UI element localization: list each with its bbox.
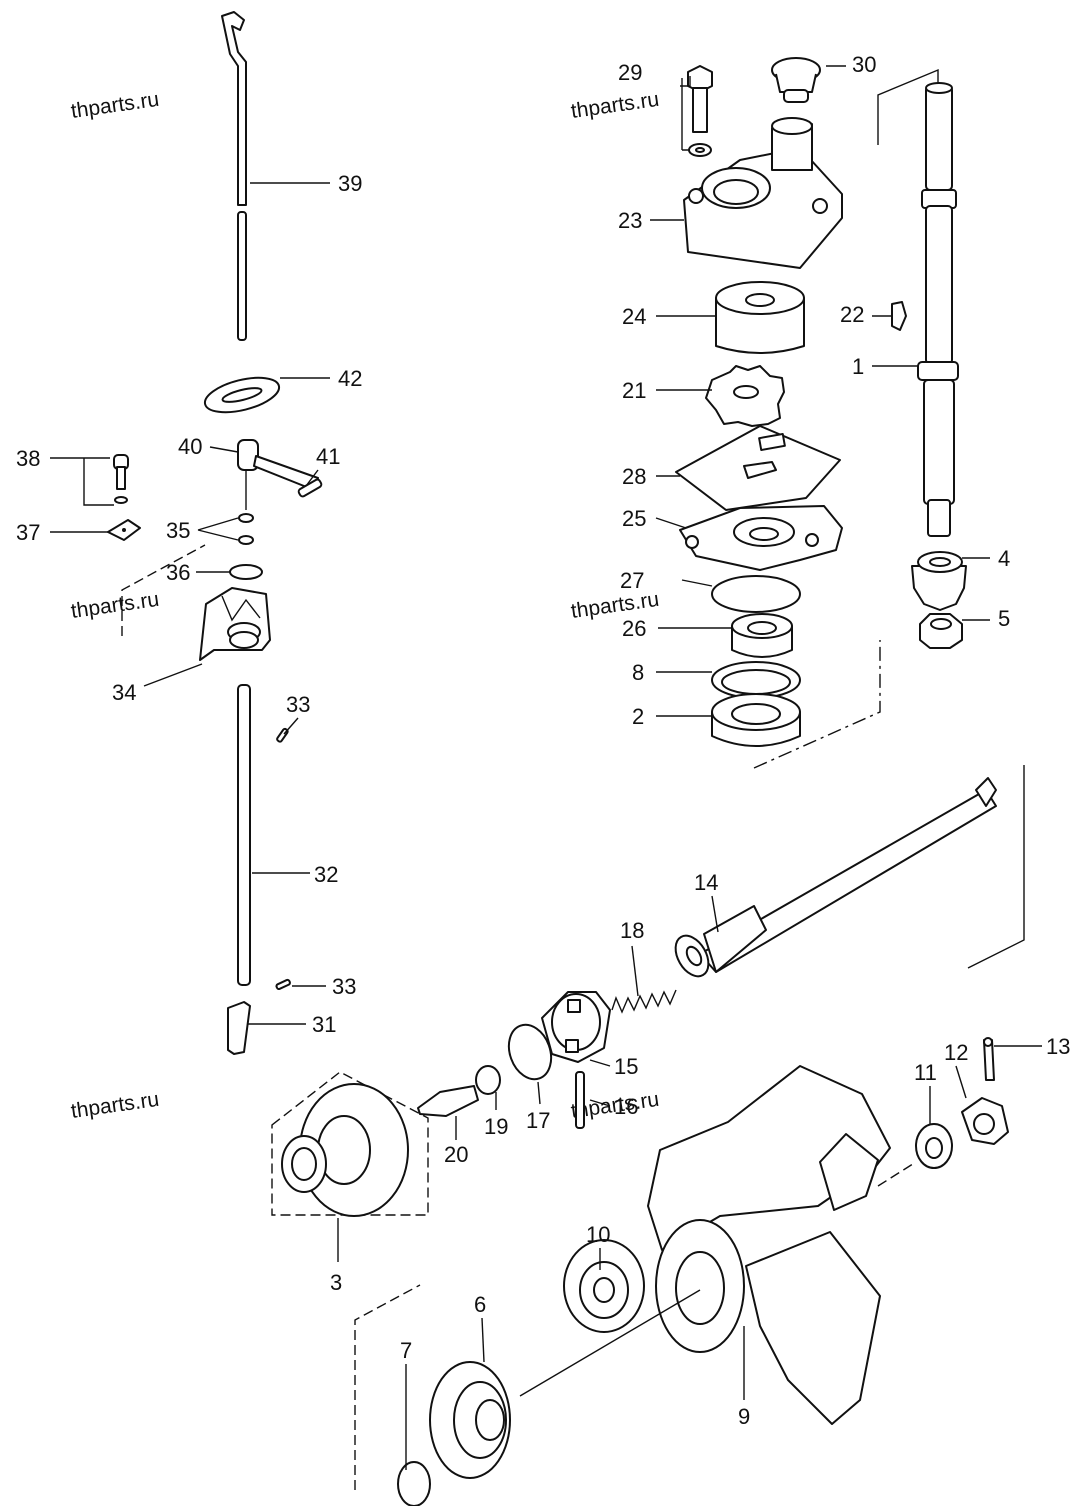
key-22 [891, 301, 907, 331]
callout-36: 36 [166, 560, 190, 585]
callout-32: 32 [314, 862, 338, 887]
callout-14: 14 [694, 870, 718, 895]
shift-rod-upper [221, 11, 247, 341]
leader-lines [50, 65, 1042, 1470]
callout-12: 12 [944, 1040, 968, 1065]
grommet-30 [771, 57, 821, 103]
slider-19 [475, 1065, 501, 1095]
clutch-15 [541, 991, 611, 1063]
nut-5 [919, 613, 963, 649]
callout-26: 26 [622, 616, 646, 641]
callout-18: 18 [620, 918, 644, 943]
callout-37: 37 [16, 520, 40, 545]
callout-labels: 1 2 3 4 5 6 7 8 9 10 11 12 13 14 15 16 1… [16, 52, 1070, 1429]
callout-15: 15 [614, 1054, 638, 1079]
reverse-gear-6 [429, 1361, 511, 1479]
callout-40: 40 [178, 434, 202, 459]
callout-7: 7 [400, 1338, 412, 1363]
cross-pin-16 [575, 1071, 585, 1129]
callout-34: 34 [112, 680, 136, 705]
shim-7 [397, 1461, 431, 1506]
cotter-pin-13 [983, 1037, 995, 1081]
shift-housing-34 [199, 587, 271, 661]
callout-33-upper: 33 [286, 692, 310, 717]
forward-gear-3 [281, 1083, 409, 1217]
callout-6: 6 [474, 1292, 486, 1317]
pump-housing-23 [683, 117, 843, 269]
spring-ring-17 [507, 1023, 553, 1081]
spacer-10 [563, 1239, 645, 1333]
callout-17: 17 [526, 1108, 550, 1133]
drive-shaft-1 [917, 82, 959, 537]
washer-11 [915, 1123, 953, 1169]
pump-base-25 [679, 505, 843, 571]
oring-36 [229, 564, 263, 580]
callout-23: 23 [618, 208, 642, 233]
oring-27 [711, 575, 801, 613]
bearing-26 [731, 613, 793, 658]
watermarks: thparts.ru thparts.ru thparts.ru thparts… [69, 88, 660, 1123]
callout-42: 42 [338, 366, 362, 391]
castle-nut-12 [961, 1097, 1009, 1145]
callout-8: 8 [632, 660, 644, 685]
callout-25: 25 [622, 506, 646, 531]
bolt-29 [687, 65, 713, 157]
callout-30: 30 [852, 52, 876, 77]
callout-4: 4 [998, 546, 1010, 571]
watermark: thparts.ru [569, 588, 660, 623]
propeller-shaft-14 [674, 777, 997, 978]
watermark: thparts.ru [69, 88, 160, 123]
callout-24: 24 [622, 304, 646, 329]
callout-38: 38 [16, 446, 40, 471]
callout-28: 28 [622, 464, 646, 489]
callout-19: 19 [484, 1114, 508, 1139]
plunger-20 [417, 1085, 479, 1117]
callout-41: 41 [316, 444, 340, 469]
bearing-2 [711, 693, 801, 747]
gasket-28 [675, 425, 841, 511]
callout-20: 20 [444, 1142, 468, 1167]
pinion-4 [911, 551, 967, 611]
watermark: thparts.ru [69, 588, 160, 623]
callout-11: 11 [914, 1060, 937, 1085]
callout-39: 39 [338, 171, 362, 196]
callout-31: 31 [312, 1012, 336, 1037]
impeller-21 [705, 365, 785, 427]
callout-29: 29 [618, 60, 642, 85]
callout-35: 35 [166, 518, 190, 543]
shim-8 [711, 661, 801, 699]
shift-lever-40 [237, 439, 323, 510]
callout-33-lower: 33 [332, 974, 356, 999]
callout-22: 22 [840, 302, 864, 327]
callout-3: 3 [330, 1270, 342, 1295]
callout-10: 10 [586, 1222, 610, 1247]
spring-18 [611, 989, 677, 1014]
callout-2: 2 [632, 704, 644, 729]
pins-33 [275, 727, 291, 991]
bolt-38 [113, 454, 129, 504]
shift-cam-31 [227, 1001, 251, 1055]
callout-1: 1 [852, 354, 864, 379]
plate-37 [107, 519, 141, 541]
callout-16: 16 [614, 1094, 638, 1119]
assembly-lines [121, 68, 1025, 1490]
watermark: thparts.ru [69, 1088, 160, 1123]
propeller-9 [647, 1065, 891, 1425]
pump-cartridge-24 [715, 281, 805, 354]
callout-21: 21 [622, 378, 646, 403]
callout-27: 27 [620, 568, 644, 593]
orings-35 [238, 513, 254, 545]
callout-13: 13 [1046, 1034, 1070, 1059]
watermark: thparts.ru [569, 88, 660, 123]
shift-rod-32 [237, 684, 251, 986]
callout-9: 9 [738, 1404, 750, 1429]
callout-5: 5 [998, 606, 1010, 631]
grommet-42 [203, 376, 281, 414]
